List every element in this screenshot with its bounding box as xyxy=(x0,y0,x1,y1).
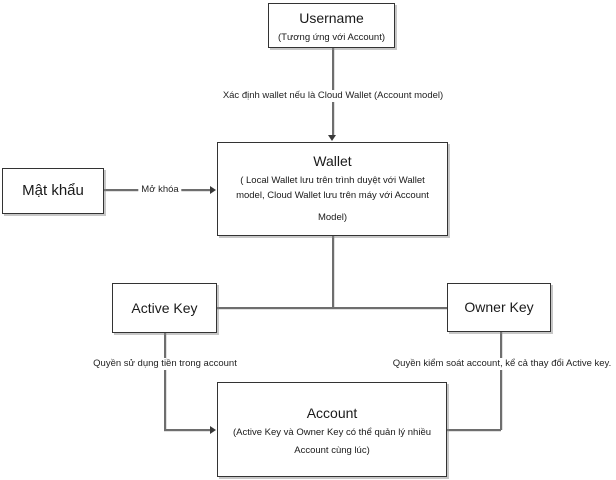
node-password: Mật khẩu xyxy=(2,168,104,214)
node-account-title: Account xyxy=(306,405,358,421)
node-wallet-subtitle-line3: Model) xyxy=(317,211,348,223)
edge-label-ownerkey-account: Quyền kiểm soát account, kể cả thay đổi … xyxy=(389,358,615,370)
node-account-subtitle: (Active Key và Owner Key có thể quản lý … xyxy=(233,424,431,460)
arrowhead-into-wallet-left-icon xyxy=(210,186,216,194)
node-password-title: Mật khẩu xyxy=(22,182,84,199)
node-active-key-title: Active Key xyxy=(131,299,198,316)
node-account-subtitle-line2: Account cùng lúc) xyxy=(294,444,370,456)
edge-wallet-keys-stem xyxy=(332,236,334,308)
edge-ownerkey-account-line xyxy=(447,429,501,431)
edge-label-activekey-account: Quyền sử dụng tiền trong account xyxy=(90,358,240,370)
edge-ownerkey-down-line xyxy=(500,332,502,430)
arrowhead-into-account-icon xyxy=(210,426,216,434)
edge-activekey-down-line xyxy=(164,333,166,430)
node-wallet-subtitle-line2: model, Cloud Wallet lưu trên máy với Acc… xyxy=(236,189,429,201)
node-account: Account (Active Key và Owner Key có thể … xyxy=(217,382,447,477)
node-active-key: Active Key xyxy=(112,283,217,333)
node-username-subtitle: (Tương ứng với Account) xyxy=(277,31,386,43)
node-wallet-subtitle-line1: ( Local Wallet lưu trên trình duyệt với … xyxy=(240,174,425,186)
node-account-subtitle-line1: (Active Key và Owner Key có thể quản lý … xyxy=(232,426,432,438)
edge-label-username-wallet: Xác định wallet nếu là Cloud Wallet (Acc… xyxy=(219,90,447,102)
node-username: Username (Tương ứng với Account) xyxy=(268,3,395,48)
node-wallet-subtitle: ( Local Wallet lưu trên trình duyệt với … xyxy=(236,173,429,225)
edge-keys-crossbar xyxy=(217,307,447,309)
node-owner-key-title: Owner Key xyxy=(464,299,534,316)
edge-label-password-wallet: Mở khóa xyxy=(138,184,182,196)
node-wallet-title: Wallet xyxy=(313,153,352,169)
node-owner-key: Owner Key xyxy=(447,283,551,332)
node-username-title: Username xyxy=(299,10,364,26)
node-wallet: Wallet ( Local Wallet lưu trên trình duy… xyxy=(217,142,448,236)
arrowhead-into-wallet-top-icon xyxy=(328,135,336,141)
edge-activekey-account-line xyxy=(164,429,213,431)
